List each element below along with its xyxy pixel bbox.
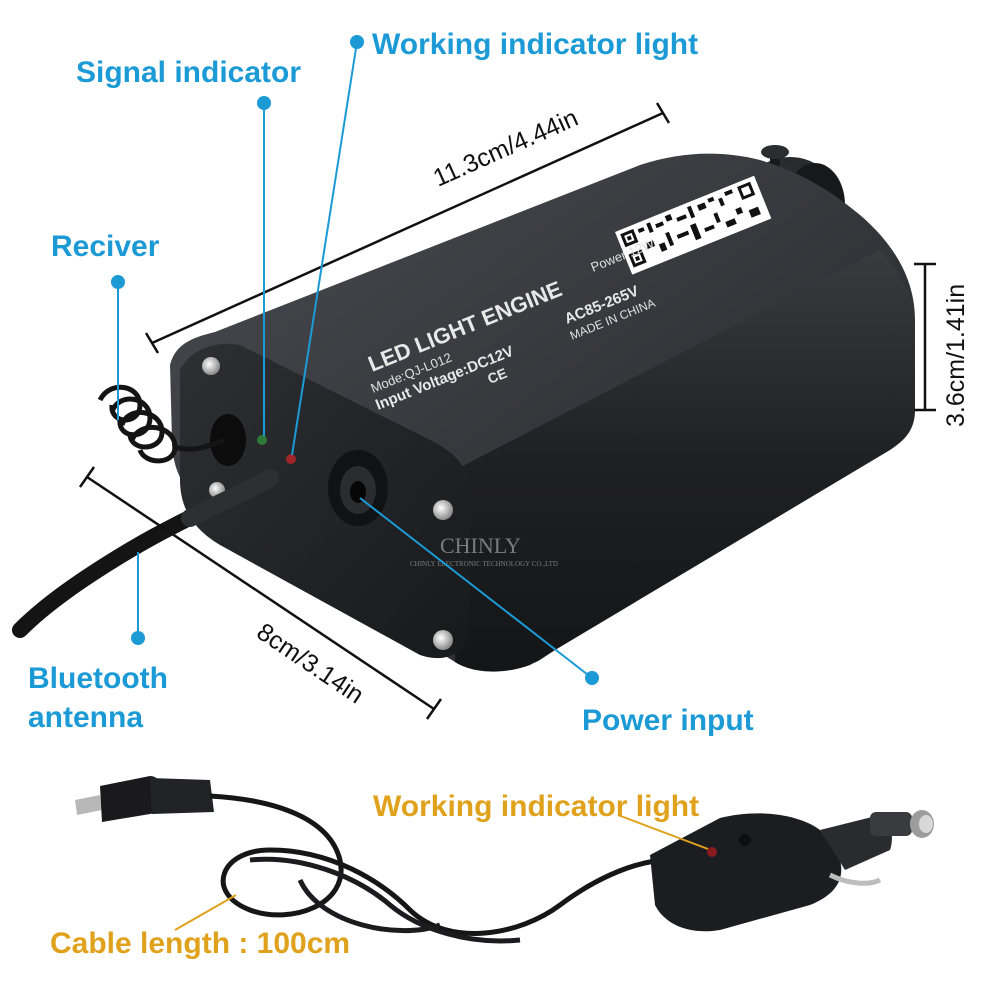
qr-code (615, 175, 772, 275)
housing-front (180, 343, 470, 659)
device-cert: CE (485, 365, 509, 387)
receiver-hole (210, 414, 246, 466)
callout-receiver: Reciver (51, 230, 160, 420)
callout-power-input: Power input (359, 497, 754, 737)
watermark-brand: CHINLY (440, 533, 521, 558)
screw-icon (433, 630, 453, 650)
watermark-company: CHINLY ELECTRONIC TECHNOLOGY CO.,LTD (410, 560, 558, 568)
car-plug-switch-icon (739, 834, 751, 846)
light-engine-device: LED LIGHT ENGINE Power:12W Mode:QJ-L012 … (170, 145, 915, 672)
housing-side (455, 250, 915, 672)
callout-working-indicator-top: Working indicator light (291, 28, 698, 456)
callout-signal-indicator: Signal indicator (76, 56, 301, 436)
working-led-icon (286, 454, 296, 464)
car-plug-led-icon (707, 847, 717, 857)
callout-working-indicator-bottom: Working indicator light (373, 790, 709, 850)
power-input-jack (328, 450, 388, 526)
signal-indicator-label: Signal indicator (76, 56, 301, 89)
power-cable (75, 776, 934, 944)
length-label: 11.3cm/4.44in (429, 104, 582, 193)
screw-icon (433, 500, 453, 520)
height-label: 3.6cm/1.41in (942, 284, 970, 427)
bluetooth-label-line1: Bluetooth (28, 662, 168, 695)
screw-icon (202, 357, 220, 375)
dimension-height (914, 262, 936, 412)
bluetooth-label-line2: antenna (28, 701, 143, 734)
width-label: 8cm/3.14in (252, 618, 369, 710)
callout-cable-length: Cable length : 100cm (50, 894, 350, 960)
signal-led-icon (257, 435, 267, 445)
cable-length-label: Cable length : 100cm (50, 927, 350, 960)
callout-bluetooth-antenna: Bluetooth antenna (28, 552, 168, 734)
working-indicator-top-label: Working indicator light (372, 28, 698, 61)
working-indicator-bottom-label: Working indicator light (373, 790, 699, 823)
dimension-length (144, 102, 671, 354)
power-input-label: Power input (582, 704, 754, 737)
receiver-label: Reciver (51, 230, 160, 263)
dimension-width (78, 466, 443, 720)
